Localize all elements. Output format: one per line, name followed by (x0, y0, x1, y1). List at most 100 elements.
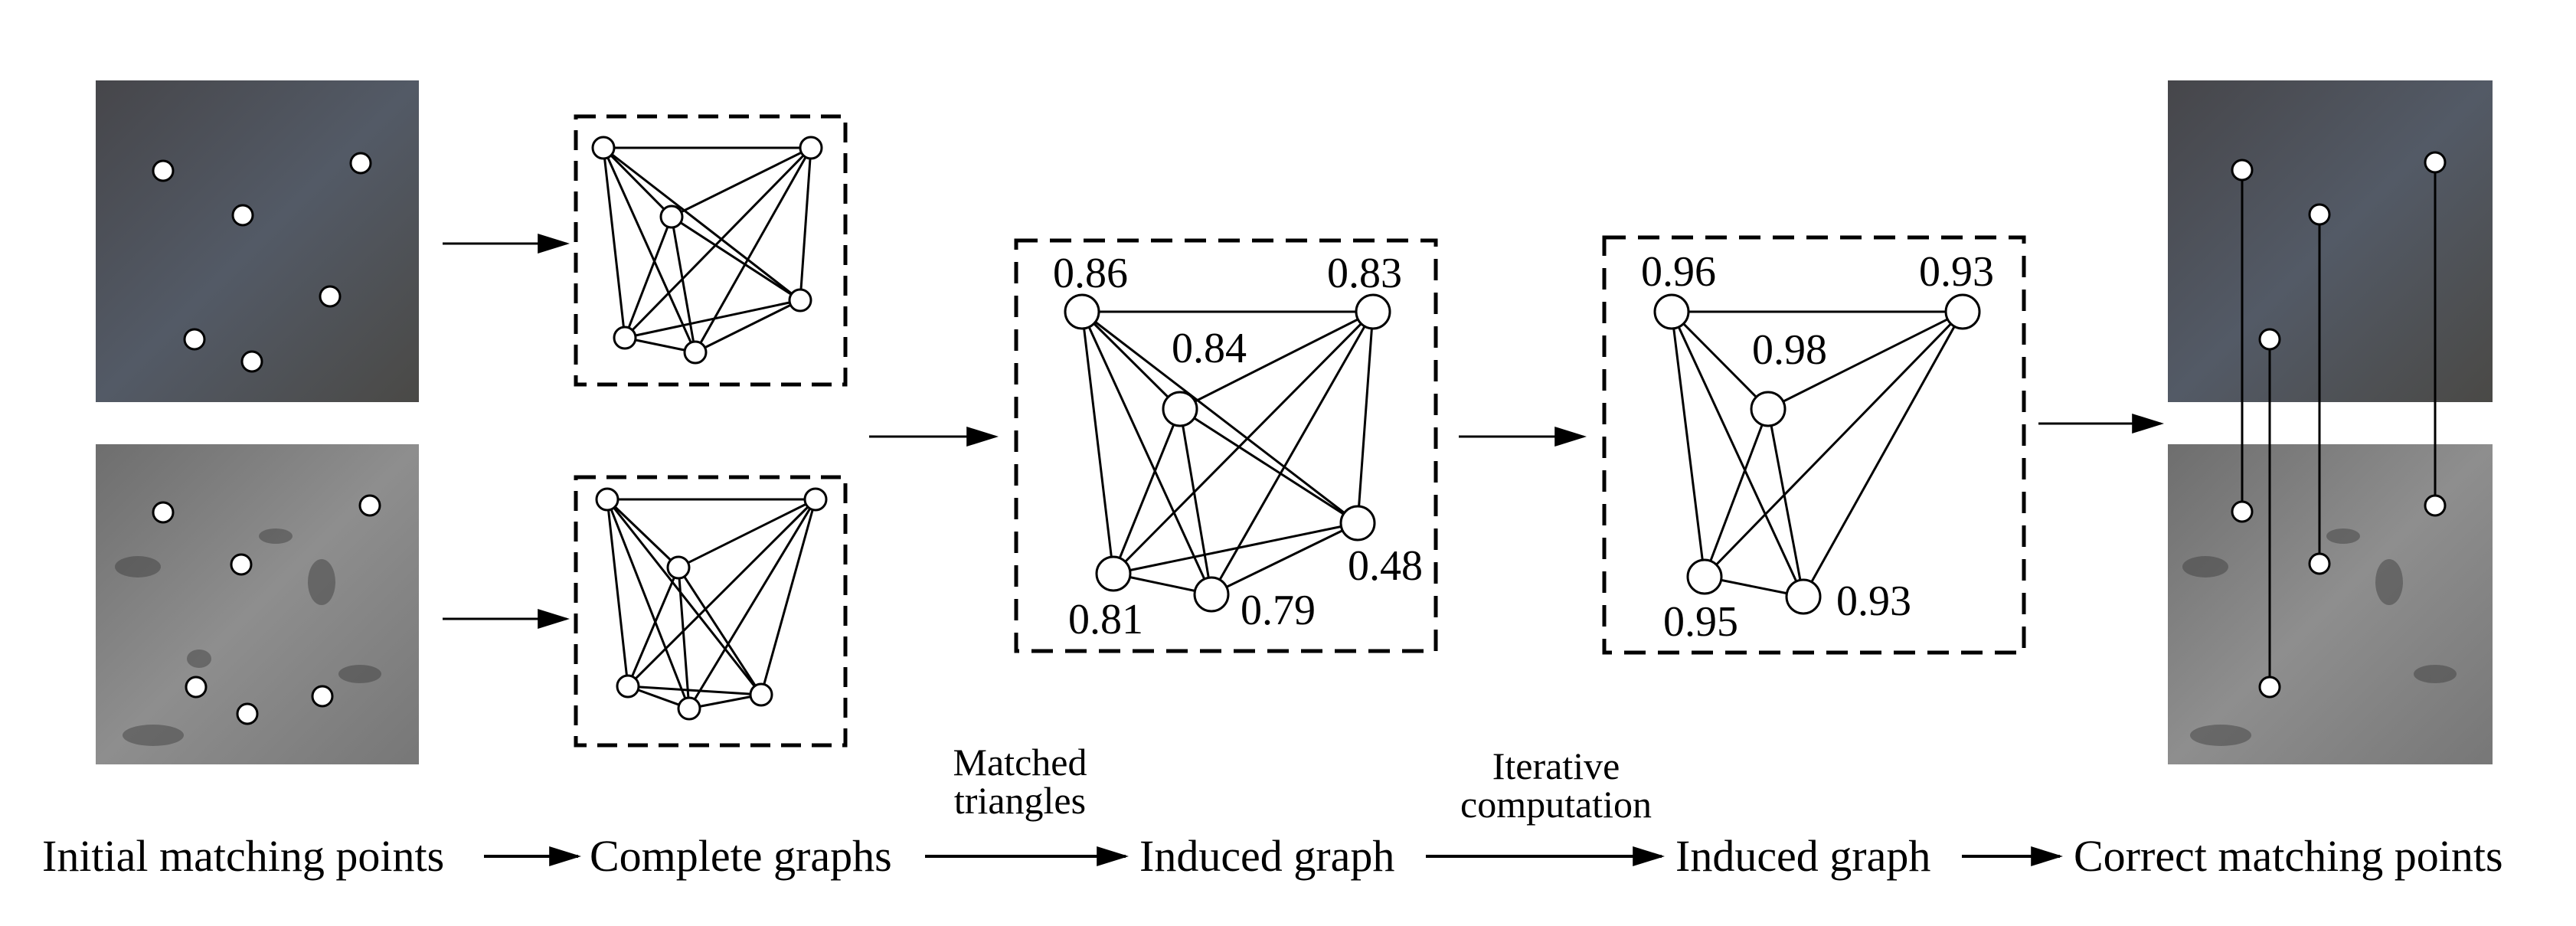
graph-edge (602, 146, 673, 218)
graph-edge (1179, 310, 1374, 411)
graph-edge (624, 299, 801, 339)
graph-edge (760, 499, 817, 695)
graph-edge (602, 147, 697, 353)
induced-graph-1: 0.86 0.83 0.84 0.48 0.81 0.79 (1014, 238, 1438, 653)
transition-label-line1: Matched (953, 741, 1087, 784)
graph-edge (1670, 311, 1706, 578)
graph-edge (1178, 408, 1213, 595)
graph-node (1785, 578, 1822, 615)
graph-edge (1112, 408, 1182, 574)
graph-edge (1703, 310, 1964, 578)
graph-edge (1081, 310, 1358, 525)
graph-edge (678, 498, 816, 569)
graph-edge (1767, 310, 1963, 411)
image-texture (115, 528, 381, 746)
initial-matching-points-images (96, 80, 419, 764)
graph-edge (688, 693, 762, 710)
pipeline-caption-row: Initial matching points Complete graphs … (42, 741, 2503, 881)
graph-edge (688, 499, 817, 709)
graph-edge (606, 499, 629, 687)
graph-edge (695, 299, 801, 354)
bottom-image-points (152, 494, 381, 725)
graph-edge (694, 147, 812, 353)
step-label-induced-graph: Induced graph (1675, 831, 1930, 881)
step-label-complete-graphs: Complete graphs (590, 831, 892, 881)
weight-label: 0.83 (1327, 250, 1402, 297)
graph-edge (1112, 310, 1375, 575)
step-label-induced-graph: Induced graph (1139, 831, 1394, 881)
graph-node (677, 696, 701, 721)
complete-graph-bottom (574, 475, 848, 748)
graph-edge (677, 567, 763, 695)
graph-node (1944, 293, 1981, 330)
graph-node (659, 205, 684, 229)
top-image (2168, 80, 2493, 402)
graph-node (1355, 293, 1391, 330)
weight-label: 0.81 (1068, 596, 1143, 643)
graph-edge (623, 146, 812, 339)
graph-edge (1080, 311, 1213, 595)
graph-edge (627, 685, 762, 696)
weight-label: 0.79 (1241, 587, 1316, 634)
weight-label: 0.93 (1919, 248, 1994, 296)
graph-node (1750, 391, 1787, 427)
graph-edge (671, 215, 801, 302)
top-image-points (152, 152, 372, 373)
graph-node (1162, 391, 1198, 427)
induced-graph-2: 0.96 0.93 0.98 0.95 0.93 (1602, 235, 2026, 655)
transition-label-line1: Iterative (1492, 744, 1620, 787)
graph-edge (603, 146, 801, 302)
graph-edge (623, 216, 673, 339)
correct-matching-points-images (2168, 80, 2493, 764)
graph-node (591, 136, 616, 160)
graph-node (616, 674, 640, 699)
graph-edge (799, 147, 812, 301)
graph-node (1339, 505, 1376, 542)
transition-label-line2: computation (1460, 783, 1652, 826)
graph-edge (1802, 311, 1964, 597)
weight-label: 0.84 (1172, 325, 1247, 372)
weight-label: 0.95 (1663, 598, 1738, 646)
graph-edge (1767, 408, 1805, 597)
graph-edge (1113, 522, 1358, 575)
graph-edge (1211, 522, 1358, 596)
graph-edge (671, 146, 812, 218)
graph-edge (606, 498, 680, 569)
graph-edge (1080, 310, 1182, 411)
graph-edge (626, 567, 680, 687)
graph-edge (602, 147, 626, 339)
graph-node (1064, 293, 1100, 330)
graph-node (1686, 558, 1723, 595)
step-label-correct-matching-points: Correct matching points (2074, 831, 2503, 881)
graph-node (803, 487, 828, 512)
graph-edge (624, 336, 696, 354)
graph-node (1193, 576, 1230, 613)
graph-node (595, 487, 619, 512)
complete-graph-top (574, 114, 848, 387)
graph-edge (606, 499, 691, 709)
graph-edge (606, 499, 763, 695)
graph-edge (626, 498, 817, 688)
graph-edge (1670, 310, 1770, 411)
graph-node (799, 136, 823, 160)
top-image (96, 80, 419, 402)
weight-label: 0.48 (1348, 542, 1423, 590)
graph-node (666, 555, 691, 580)
graph-edge (1356, 311, 1375, 524)
graph-edge (1703, 408, 1770, 578)
bottom-image (2168, 444, 2493, 764)
step-label-initial-matching-points: Initial matching points (42, 831, 444, 881)
weight-label: 0.98 (1752, 326, 1827, 374)
graph-node (683, 340, 708, 365)
graph-node (1653, 293, 1690, 330)
weight-label: 0.86 (1053, 250, 1128, 297)
graph-node (788, 288, 812, 312)
graph-edge (1179, 407, 1358, 525)
weight-label: 0.96 (1641, 248, 1716, 296)
graph-node (749, 682, 773, 707)
correspondence-lines (2241, 162, 2437, 687)
weight-label: 0.93 (1836, 578, 1911, 625)
graph-node (1095, 555, 1132, 592)
transition-label-line2: triangles (954, 779, 1086, 822)
